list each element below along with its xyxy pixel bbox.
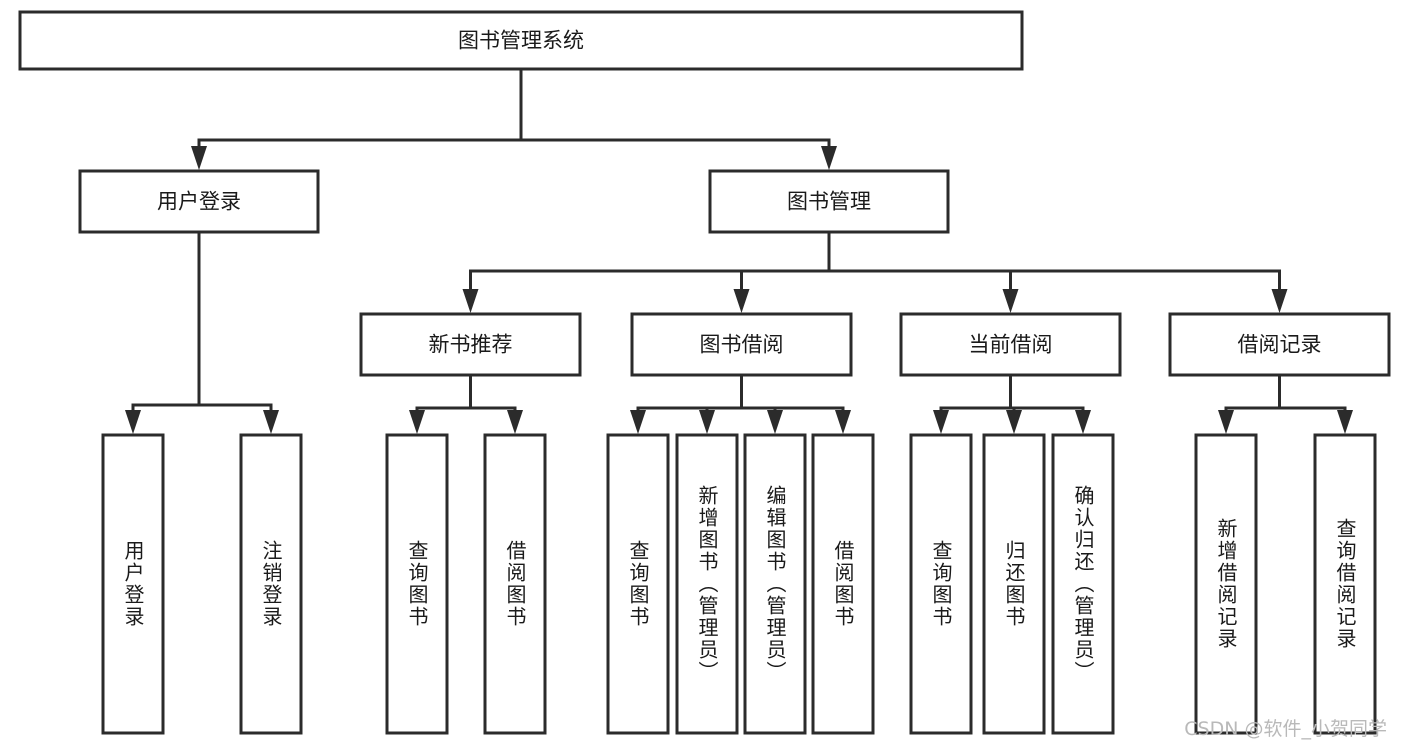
arrow-head-icon bbox=[462, 289, 479, 313]
arrow-head-icon bbox=[1271, 289, 1288, 313]
arrow-head-icon bbox=[630, 410, 646, 434]
node-leaf-8[interactable] bbox=[909, 433, 973, 735]
node-label: 借阅记录 bbox=[1238, 333, 1322, 357]
node-level3-0[interactable]: 新书推荐 bbox=[359, 312, 582, 377]
node-leaf-1[interactable] bbox=[239, 433, 303, 735]
arrow-head-icon bbox=[1337, 410, 1353, 434]
node-leaf-0[interactable] bbox=[101, 433, 165, 735]
node-leaf-4[interactable] bbox=[606, 433, 670, 735]
node-label: 用户登录 bbox=[157, 190, 241, 214]
node-leaf-12[interactable] bbox=[1313, 433, 1377, 735]
node-leaf-5[interactable] bbox=[675, 433, 739, 735]
arrow-head-icon bbox=[835, 410, 851, 434]
node-label: 图书管理系统 bbox=[458, 29, 584, 53]
arrow-head-icon bbox=[191, 146, 207, 170]
node-leaf-3[interactable] bbox=[483, 433, 547, 735]
arrow-head-icon bbox=[1002, 289, 1019, 313]
node-label: 当前借阅 bbox=[969, 333, 1053, 357]
node-leaf-10[interactable] bbox=[1051, 433, 1115, 735]
node-root-图书管理系统[interactable]: 图书管理系统 bbox=[18, 10, 1024, 71]
arrow-head-icon bbox=[409, 410, 425, 434]
node-level3-3[interactable]: 借阅记录 bbox=[1168, 312, 1391, 377]
node-leaf-7[interactable] bbox=[811, 433, 875, 735]
node-leaf-2[interactable] bbox=[385, 433, 449, 735]
arrow-head-icon bbox=[1006, 410, 1022, 434]
arrow-head-icon bbox=[507, 410, 523, 434]
node-level2-0[interactable]: 用户登录 bbox=[78, 169, 320, 234]
arrow-head-icon bbox=[733, 289, 750, 313]
node-label: 图书借阅 bbox=[700, 333, 784, 357]
node-leaf-6[interactable] bbox=[743, 433, 807, 735]
arrow-head-icon bbox=[263, 410, 279, 434]
node-level2-1[interactable]: 图书管理 bbox=[708, 169, 950, 234]
arrow-head-icon bbox=[699, 410, 715, 434]
node-level3-2[interactable]: 当前借阅 bbox=[899, 312, 1122, 377]
arrow-head-icon bbox=[821, 146, 837, 170]
connector-layer bbox=[125, 67, 1353, 434]
arrow-head-icon bbox=[125, 410, 141, 434]
arrow-head-icon bbox=[767, 410, 783, 434]
node-label: 新书推荐 bbox=[429, 333, 513, 357]
arrow-head-icon bbox=[933, 410, 949, 434]
arrow-head-icon bbox=[1075, 410, 1091, 434]
arrow-head-icon bbox=[1218, 410, 1234, 434]
node-leaf-9[interactable] bbox=[982, 433, 1046, 735]
node-leaf-11[interactable] bbox=[1194, 433, 1258, 735]
node-level3-1[interactable]: 图书借阅 bbox=[630, 312, 853, 377]
node-label: 图书管理 bbox=[787, 190, 871, 214]
